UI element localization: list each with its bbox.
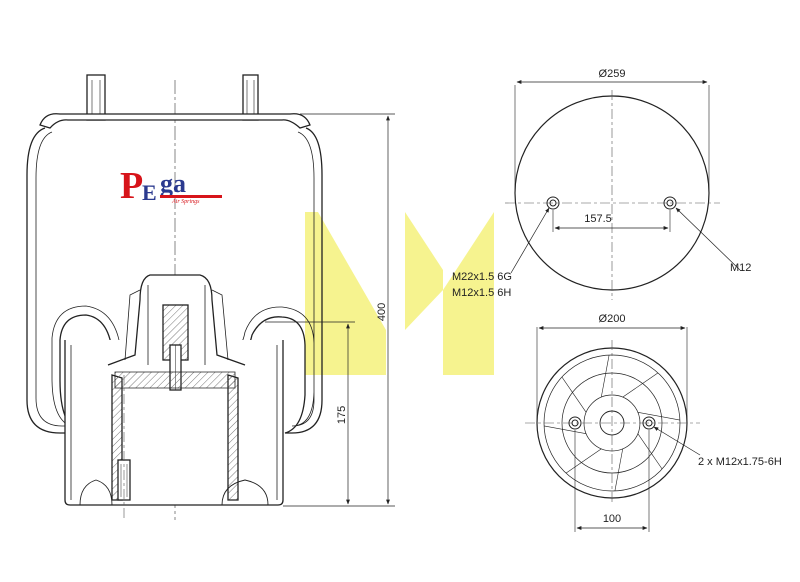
- logo-text: ga: [160, 169, 186, 198]
- base-thread-label: 2 x M12x1.75-6H: [698, 456, 782, 468]
- base-rib: [614, 448, 624, 491]
- base-hole-left: [568, 416, 582, 430]
- center-thread-label-2: M12x1.5 6H: [452, 287, 511, 299]
- logo-subtitle: Air Springs: [171, 199, 200, 205]
- base-rib: [622, 372, 659, 398]
- dimension-height-total: [283, 113, 395, 507]
- stud-thread-label: M12: [730, 262, 751, 274]
- stud-spacing-label: 157.5: [584, 213, 612, 225]
- dimension-height-piston: [265, 321, 355, 505]
- top-plate-diameter-label: Ø259: [599, 68, 626, 80]
- top-studs: [86, 74, 259, 121]
- base-rib: [637, 433, 663, 470]
- base-hole-right: [642, 416, 656, 430]
- base-rib: [637, 411, 680, 421]
- logo-letter-e: E: [142, 180, 157, 205]
- base-diameter-label: Ø200: [599, 313, 626, 325]
- logo-letter-p: P: [120, 165, 143, 207]
- center-thread-label-1: M22x1.5 6G: [452, 271, 512, 283]
- base-rib: [544, 425, 587, 435]
- side-view: [26, 74, 323, 520]
- stud-hole-left: [546, 196, 560, 210]
- logo-underline: [160, 195, 222, 198]
- top-view: [505, 80, 741, 300]
- base-rib: [600, 355, 610, 398]
- top-plate: [39, 113, 311, 129]
- base-rib: [565, 448, 602, 474]
- watermark-logo: [305, 212, 494, 375]
- stud-hole-right: [663, 196, 677, 210]
- base-rib: [561, 376, 587, 413]
- bottom-view: [525, 326, 701, 532]
- dimension-height-piston-label: 175: [336, 406, 348, 424]
- base-spacing-label: 100: [603, 513, 621, 525]
- dimension-height-total-label: 400: [376, 303, 388, 321]
- brand-logo: P E ga Air Springs: [120, 165, 222, 207]
